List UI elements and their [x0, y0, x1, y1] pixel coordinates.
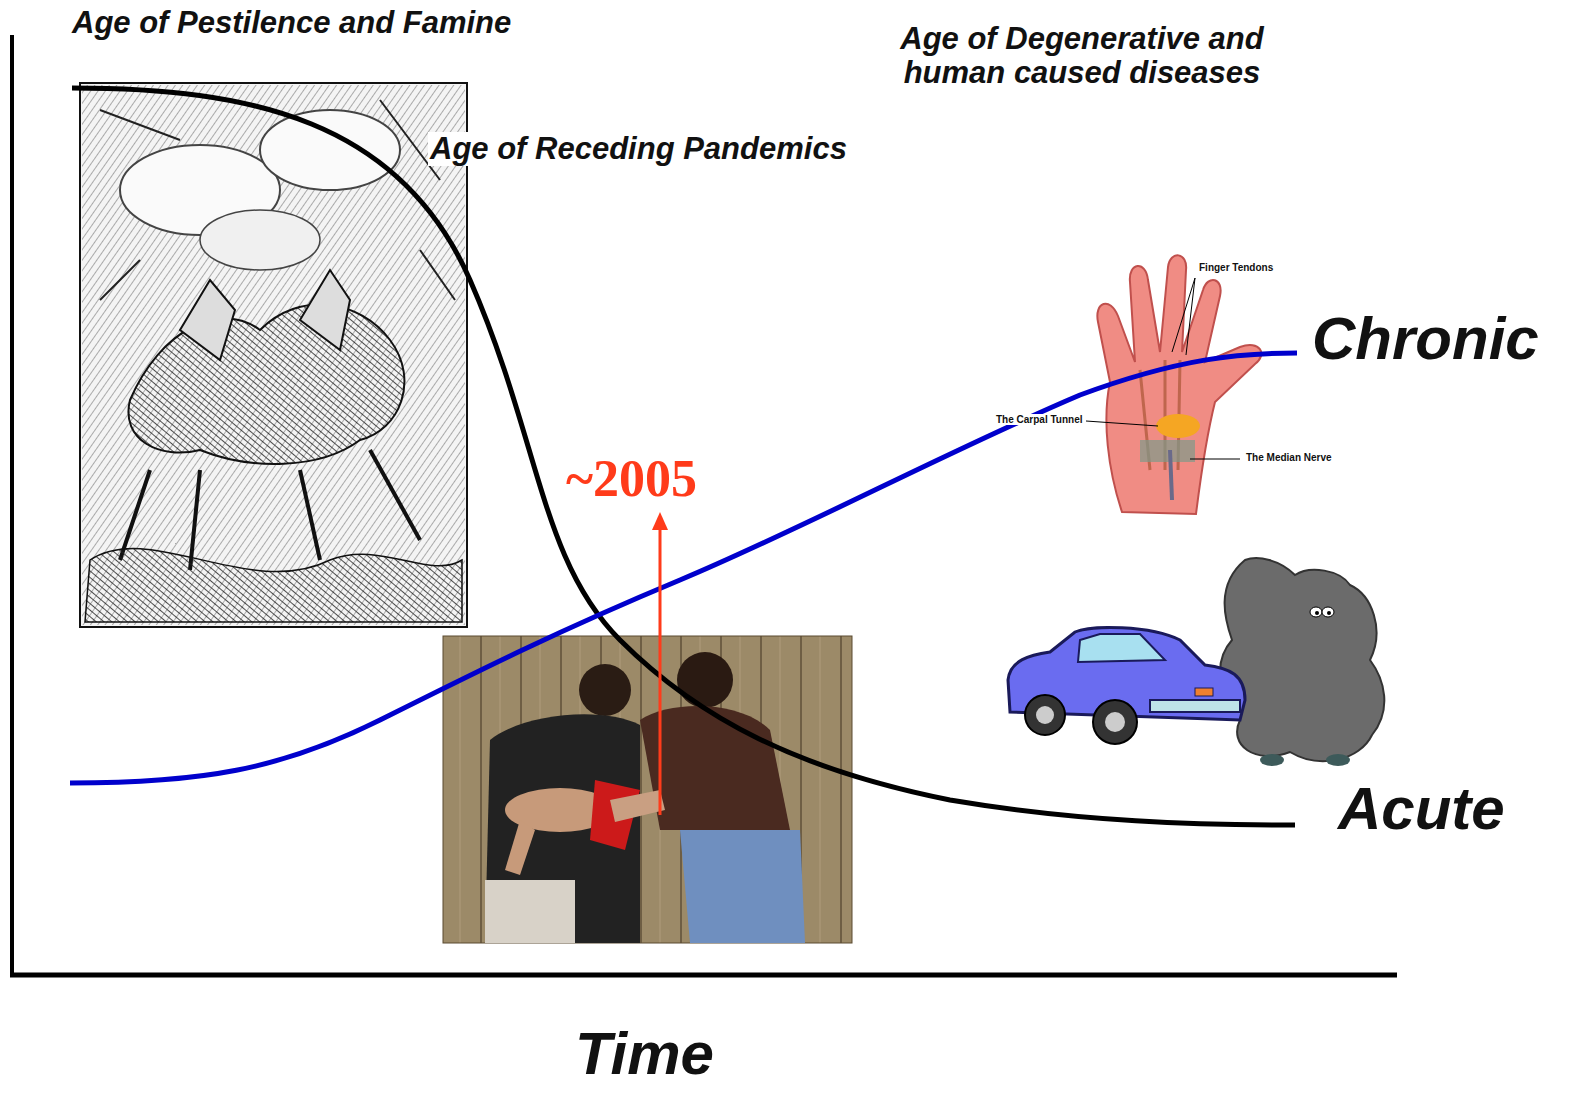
era-label: Age of Degenerative and human caused dis… [847, 22, 1317, 90]
vaccination-photo [443, 636, 852, 943]
era-label: Age of Pestilence and Famine [72, 6, 511, 40]
series-label: Chronic [1312, 306, 1539, 372]
part-name: Finger Tendons [1197, 262, 1275, 273]
era-label: Age of Receding Pandemics [428, 132, 849, 166]
year-marker [659, 528, 662, 815]
part-name: The Carpal Tunnel [994, 414, 1085, 425]
year-label: ~2005 [566, 450, 697, 507]
chronic-curve [70, 353, 1297, 783]
x-axis [10, 973, 1397, 978]
y-axis [10, 35, 14, 977]
series-label: Acute [1338, 776, 1505, 842]
axis-label: Time [575, 1024, 714, 1084]
woodcut-picture [80, 83, 467, 627]
acute-curve [72, 88, 1295, 825]
part-name: The Median Nerve [1244, 452, 1334, 463]
car-smog-icon [1008, 558, 1384, 766]
arrow-head [652, 512, 668, 530]
